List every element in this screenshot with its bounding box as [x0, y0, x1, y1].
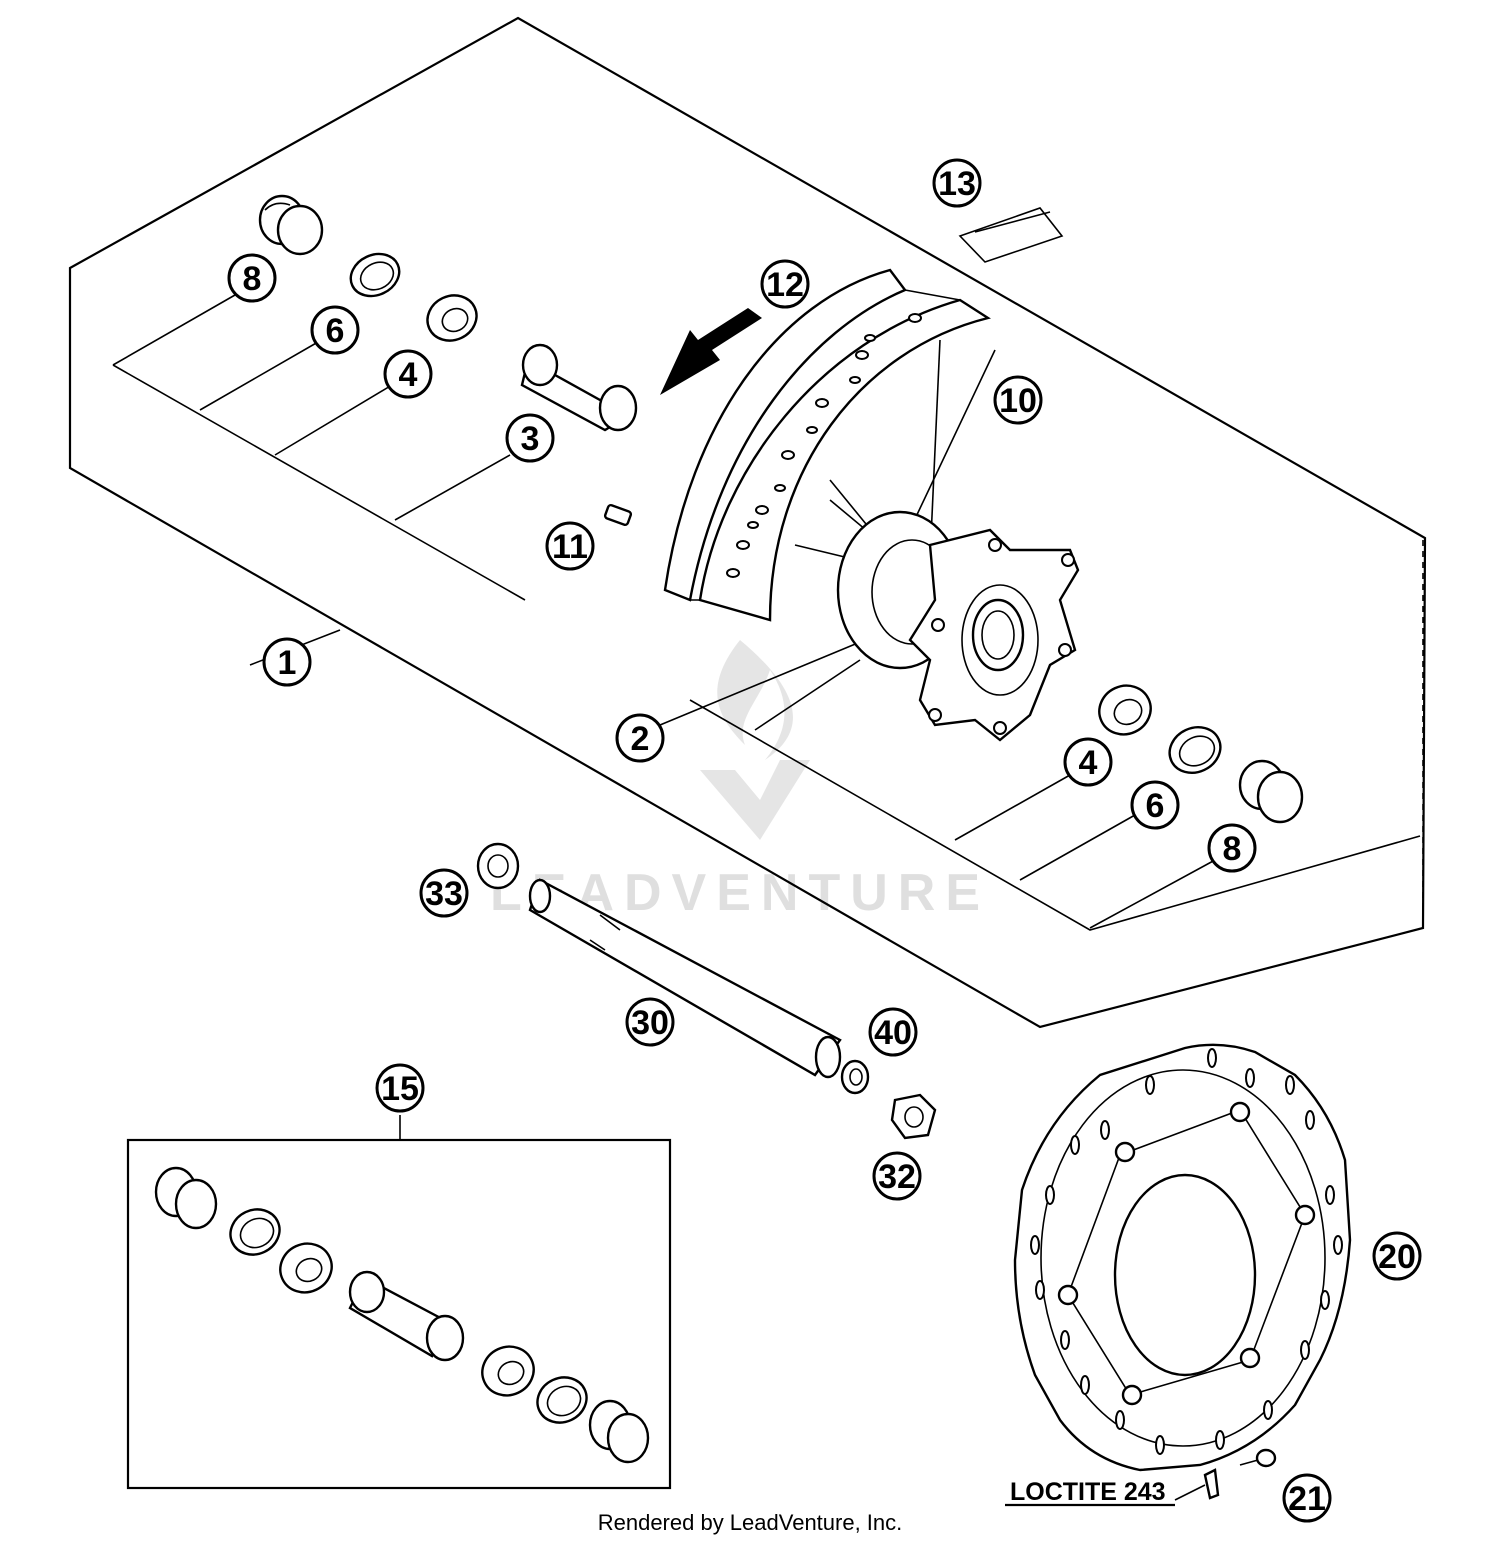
callout-8: 8	[227, 253, 277, 303]
callout-15: 15	[375, 1063, 425, 1113]
distance-tube	[520, 343, 638, 432]
callout-40: 40	[868, 1007, 918, 1057]
callout-label: 6	[1146, 787, 1165, 825]
callout-21: 21	[1282, 1473, 1332, 1523]
callout-label: 12	[766, 266, 804, 304]
callout-6: 6	[1130, 780, 1180, 830]
rim-valve	[603, 503, 633, 527]
kit-bearing-left	[279, 1242, 333, 1294]
rim-sticker	[958, 207, 1064, 263]
callout-32: 32	[872, 1151, 922, 1201]
callout-label: 6	[326, 312, 345, 350]
callout-label: 32	[878, 1158, 916, 1196]
callout-label: 33	[425, 875, 463, 913]
callout-label: 4	[1079, 744, 1098, 782]
kit-ring-right	[536, 1376, 588, 1424]
callout-8: 8	[1207, 823, 1257, 873]
kit-bushing-right	[588, 1399, 650, 1464]
brake-disc	[1013, 1043, 1352, 1472]
callout-20: 20	[1372, 1231, 1422, 1281]
callout-label: 4	[399, 356, 418, 394]
kit-spacer-tube	[348, 1270, 465, 1362]
callout-2: 2	[615, 713, 665, 763]
loctite-label: LOCTITE 243	[1010, 1478, 1166, 1506]
loctite-note: LOCTITE 243	[1005, 1478, 1175, 1507]
inner-frame-left	[112, 364, 526, 601]
callout-label: 8	[1223, 830, 1242, 868]
callout-label: 21	[1288, 1480, 1326, 1518]
axle-washer	[840, 1059, 870, 1095]
disc-screw	[1174, 1448, 1277, 1501]
callout-label: 13	[938, 165, 976, 203]
bearing-kit-box	[126, 1115, 672, 1490]
callout-1: 1	[262, 637, 312, 687]
wheel-rim	[663, 268, 991, 622]
axle-screw	[890, 1093, 937, 1140]
callout-label: 8	[243, 260, 262, 298]
seal-ring-top	[349, 252, 401, 298]
callout-33: 33	[419, 868, 469, 918]
wheel-axle	[528, 878, 842, 1079]
render-credit: Rendered by LeadVenture, Inc.	[598, 1510, 903, 1535]
callout-4: 4	[383, 349, 433, 399]
spacer-bushing-top	[258, 194, 324, 256]
watermark: LEADVENTURE	[490, 640, 980, 922]
callout-6: 6	[310, 305, 360, 355]
callout-12: 12	[760, 259, 810, 309]
callout-label: 11	[552, 528, 588, 566]
callout-4: 4	[1063, 737, 1113, 787]
callout-label: 10	[999, 382, 1037, 420]
callout-10: 10	[993, 375, 1043, 425]
wheel-hub	[836, 510, 1080, 742]
callout-11: 11	[545, 521, 595, 571]
callout-label: 15	[381, 1070, 419, 1108]
seal-ring-right	[1168, 726, 1222, 774]
callout-3: 3	[505, 413, 555, 463]
leader-lines	[112, 294, 1216, 929]
callout-30: 30	[625, 997, 675, 1047]
bearing-top	[426, 294, 478, 342]
callout-label: 2	[631, 720, 650, 758]
callout-label: 1	[278, 644, 297, 682]
kit-bushing-left	[154, 1166, 218, 1230]
callout-label: 3	[521, 420, 540, 458]
callout-label: 40	[874, 1014, 912, 1052]
bearing-right	[1098, 684, 1152, 736]
spacer-bushing-right	[1238, 759, 1304, 824]
callout-label: 30	[631, 1004, 669, 1042]
kit-ring-left	[229, 1208, 281, 1256]
callout-13: 13	[932, 158, 982, 208]
callout-label: 20	[1378, 1238, 1416, 1276]
axle-nut	[476, 842, 520, 890]
direction-arrow	[660, 308, 762, 395]
kit-bearing-right	[481, 1345, 535, 1397]
